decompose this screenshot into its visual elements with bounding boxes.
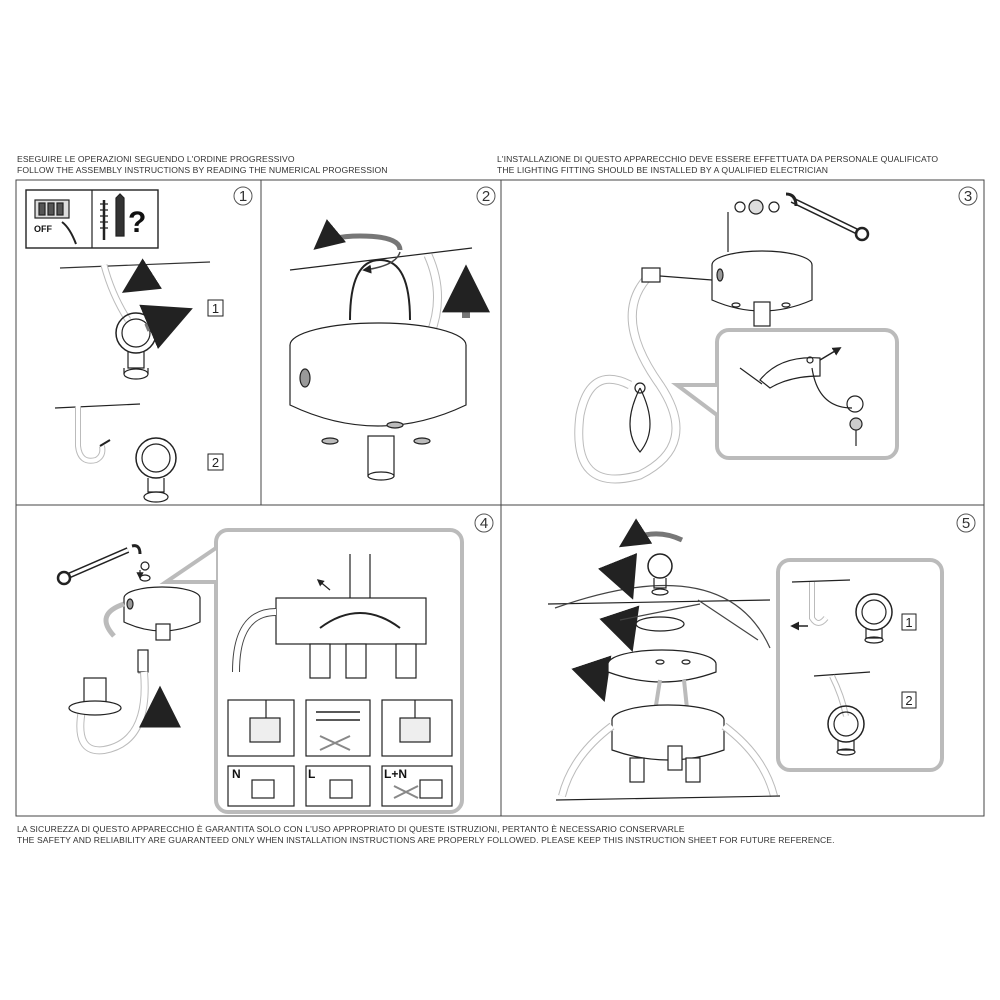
wiring-callout: N L L+N (159, 528, 464, 814)
step-number-3: 3 (958, 186, 978, 206)
sub-step-box-1: 1 (207, 299, 224, 317)
step-number-3-text: 3 (964, 188, 972, 205)
footer-en: THE SAFETY AND RELIABILITY ARE GUARANTEE… (17, 835, 835, 845)
svg-text:1: 1 (905, 615, 912, 630)
panel-grid (15, 179, 985, 817)
panel-5: 1 2 (547, 518, 944, 801)
header-left-en: FOLLOW THE ASSEMBLY INSTRUCTIONS BY READ… (17, 165, 388, 175)
footer-it: LA SICUREZZA DI QUESTO APPARECCHIO È GAR… (17, 824, 685, 834)
panel-2 (289, 219, 490, 481)
chain-cable (574, 267, 681, 484)
sub-step-box-2: 2 (207, 453, 224, 471)
header-left: ESEGUIRE LE OPERAZIONI SEGUENDO L'ORDINE… (17, 154, 388, 176)
hook-and-ring-separate (54, 403, 177, 503)
nut-washer-set (734, 199, 780, 215)
sub-step-box-5-1: 1 (901, 613, 917, 631)
header-left-it: ESEGUIRE LE OPERAZIONI SEGUENDO L'ORDINE… (17, 154, 295, 164)
canopy-small-4 (123, 586, 201, 641)
canopy-large (289, 322, 467, 481)
terminal-step-c (381, 699, 453, 757)
step-number-1-text: 1 (239, 188, 247, 205)
svg-text:1: 1 (212, 301, 219, 316)
panel-3 (574, 192, 899, 484)
header-right-en: THE LIGHTING FITTING SHOULD BE INSTALLED… (497, 165, 829, 175)
svg-text:2: 2 (212, 455, 219, 470)
header-right: L'INSTALLAZIONE DI QUESTO APPARECCHIO DE… (497, 154, 938, 176)
step-number-4-text: 4 (480, 515, 488, 532)
switch-off-label: OFF (34, 224, 52, 234)
safety-box: OFF ? (25, 189, 159, 249)
footer-note: LA SICUREZZA DI QUESTO APPARECCHIO È GAR… (17, 824, 835, 846)
zoom-callout (671, 328, 899, 460)
header-right-it: L'INSTALLAZIONE DI QUESTO APPARECCHIO DE… (497, 154, 939, 164)
terminal-step-b (305, 699, 371, 757)
step-number-5-text: 5 (962, 515, 970, 532)
hook-callout (776, 558, 944, 772)
question-mark: ? (128, 206, 146, 239)
panel-1: OFF ? 1 (25, 189, 224, 503)
wire-option-l: L (305, 765, 371, 807)
sub-step-box-5-2: 2 (901, 691, 917, 709)
rotate-arrow-5 (618, 518, 684, 548)
step-number-2: 2 (476, 186, 496, 206)
terminal-step-a (227, 699, 295, 757)
wire-option-n: N (227, 765, 295, 807)
canopy-plate (607, 649, 717, 683)
lamp-arm (68, 671, 149, 755)
step-number-5: 5 (956, 513, 976, 533)
wire-ln-label: L+N (384, 767, 407, 781)
step-number-2-text: 2 (482, 188, 490, 205)
screw-plug-icon: ? (100, 193, 146, 240)
wire-n-label: N (232, 767, 241, 781)
step-number-1: 1 (233, 186, 253, 206)
svg-text:2: 2 (905, 693, 912, 708)
panel-4: N L L+N (56, 528, 464, 814)
canopy-small (711, 250, 813, 327)
step-number-4: 4 (474, 513, 494, 533)
switch-off-icon: OFF (34, 199, 77, 245)
rotate-arrow (313, 219, 403, 274)
canopy-body-5 (611, 704, 725, 783)
wrench-icon (785, 192, 870, 242)
wire-option-ln: L+N (381, 765, 453, 807)
wrench-icon-4 (56, 544, 142, 586)
ring-hook-engaged (59, 258, 211, 380)
wire-l-label: L (308, 767, 315, 781)
